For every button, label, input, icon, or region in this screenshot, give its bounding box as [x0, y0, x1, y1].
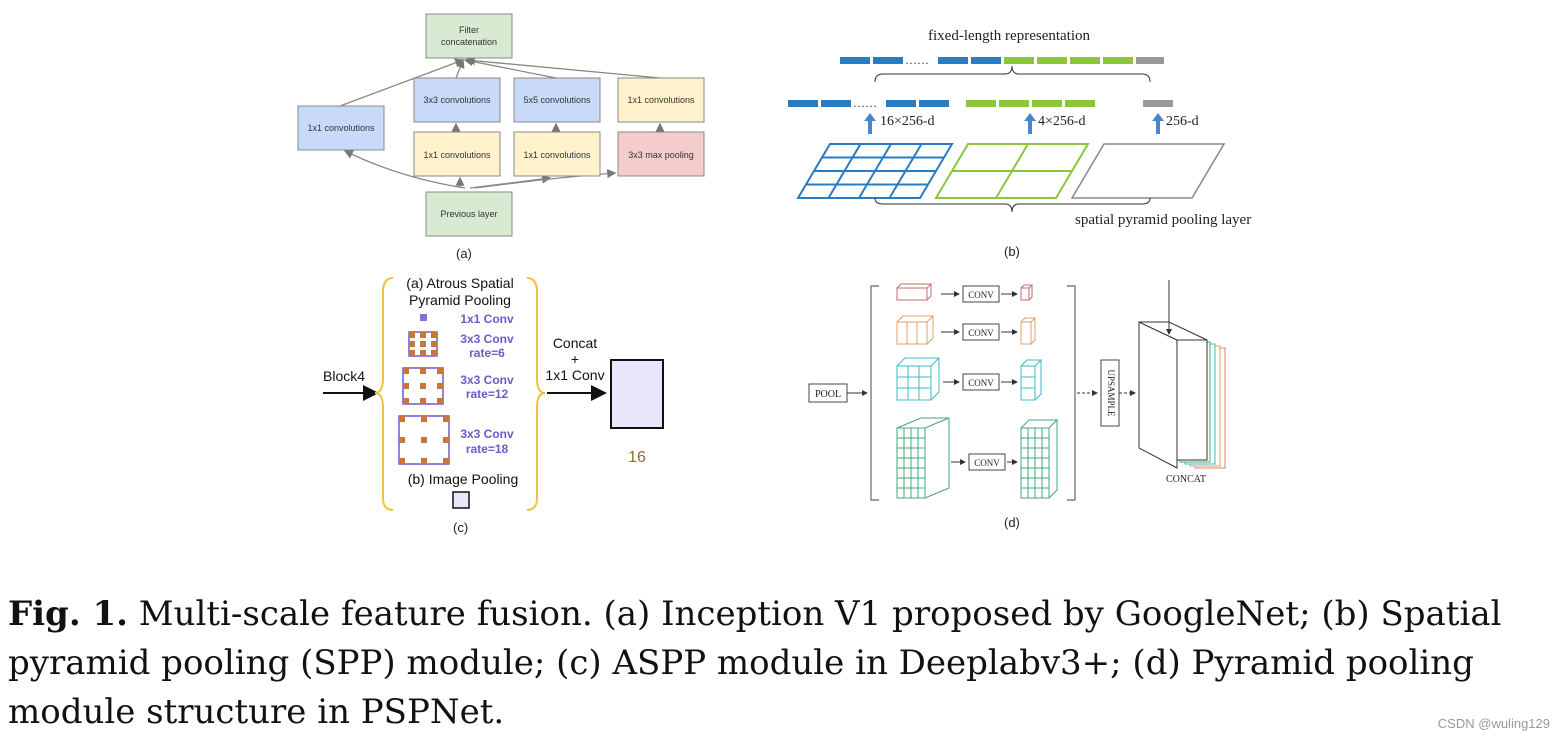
pool-output-3 — [1020, 359, 1043, 401]
panel-b-label: (b) — [1004, 244, 1020, 259]
level-vectors: …… — [788, 96, 1173, 110]
conv-rate12-kernel — [402, 367, 444, 405]
spp-title: fixed-length representation — [928, 28, 1091, 44]
conv-label-2: CONV — [968, 328, 994, 338]
previous-layer-label: Previous layer — [440, 209, 497, 219]
conv-label-3: CONV — [968, 378, 994, 388]
conv-box-3 — [962, 373, 1000, 391]
image-pooling-box — [452, 491, 470, 509]
pool-label: POOL — [815, 389, 841, 400]
pool-input-3 — [896, 357, 941, 401]
dim-4-label: 4×256-d — [1038, 114, 1086, 129]
conv-box-4 — [968, 453, 1006, 471]
conv1x1-mid2-box — [513, 131, 601, 177]
conv1x1-left-label: 1x1 convolutions — [307, 123, 375, 133]
maxpool-label: 3x3 max pooling — [628, 150, 694, 160]
figure-label: Fig. 1. — [8, 594, 128, 634]
conv1x1-right-box — [617, 77, 705, 123]
grid-4x4 — [796, 143, 954, 199]
conv4-line2: rate=18 — [466, 442, 509, 456]
filter-concat-line2: concatenation — [441, 37, 497, 47]
pool-input-4 — [896, 417, 950, 499]
conv1x1-mid1-label: 1x1 convolutions — [423, 150, 491, 160]
conv1x1-right-label: 1x1 convolutions — [627, 95, 695, 105]
panel-c-label: (c) — [453, 520, 469, 535]
previous-layer-box — [425, 191, 513, 237]
conv4-line1: 3x3 Conv — [460, 427, 514, 441]
fixed-length-vector: …… — [840, 53, 1164, 67]
pool-output-2 — [1020, 317, 1037, 345]
aspp-diagram: Block4 (a) Atrous Spatial Pyramid Poolin… — [323, 275, 664, 511]
spp-diagram: fixed-length representation …… …… 16×256… — [788, 28, 1251, 228]
conv1-label: 1x1 Conv — [460, 312, 514, 326]
aspp-title-line1: (a) Atrous Spatial — [406, 275, 513, 291]
concat-line2: + — [571, 351, 579, 367]
conv5x5-box — [513, 77, 601, 123]
conv3-line2: rate=12 — [466, 387, 509, 401]
concat-line1: Concat — [553, 335, 597, 351]
conv1x1-mid1-box — [413, 131, 501, 177]
level-dots: …… — [853, 96, 877, 110]
conv3-line1: 3x3 Conv — [460, 373, 514, 387]
grid-1x1 — [1070, 143, 1226, 199]
conv-rate6-kernel — [408, 331, 438, 357]
dim-1-label: 256-d — [1166, 114, 1199, 129]
conv2-line2: rate=6 — [469, 346, 505, 360]
conv2-line1: 3x3 Conv — [460, 332, 514, 346]
dim-16-label: 16×256-d — [880, 114, 935, 129]
conv5x5-label: 5x5 convolutions — [523, 95, 591, 105]
pool-input-2 — [896, 315, 935, 345]
concat-block — [1138, 321, 1226, 469]
pspnet-diagram: POOL CONV CONV — [808, 280, 1226, 501]
aspp-output-box — [610, 359, 664, 429]
panel-d-label: (d) — [1004, 515, 1020, 530]
pool-output-1 — [1020, 284, 1034, 301]
output-size-label: 16 — [628, 449, 646, 466]
conv3x3-label: 3x3 convolutions — [423, 95, 491, 105]
conv1x1-mid2-label: 1x1 convolutions — [523, 150, 591, 160]
concat-label: CONCAT — [1166, 474, 1206, 485]
panel-a-label: (a) — [456, 246, 472, 261]
conv-box-1 — [962, 285, 1000, 303]
caption-text: Multi-scale feature fusion. (a) Inceptio… — [8, 594, 1502, 732]
top-dots: …… — [905, 53, 929, 67]
upsample-label: UPSAMPLE — [1106, 369, 1116, 417]
maxpool-box — [617, 131, 705, 177]
conv-label-4: CONV — [974, 458, 1000, 468]
conv-1x1-kernel — [420, 314, 427, 321]
conv-box-2 — [962, 323, 1000, 341]
block4-label: Block4 — [323, 368, 365, 384]
filter-concat-line1: Filter — [459, 25, 479, 35]
spp-layer-label: spatial pyramid pooling layer — [1075, 212, 1251, 228]
conv-rate18-kernel — [398, 415, 450, 465]
image-pooling-label: (b) Image Pooling — [408, 471, 519, 487]
conv3x3-box — [413, 77, 501, 123]
conv1x1-left-box — [297, 105, 385, 151]
filter-concat-box — [425, 13, 513, 59]
conv-label-1: CONV — [968, 290, 994, 300]
inception-diagram: Filter concatenation 1x1 convolutions 3x… — [297, 13, 705, 237]
figure-caption: Fig. 1. Multi-scale feature fusion. (a) … — [8, 590, 1553, 737]
concat-line3: 1x1 Conv — [545, 367, 604, 383]
aspp-title-line2: Pyramid Pooling — [409, 292, 511, 308]
watermark: CSDN @wuling129 — [1437, 716, 1550, 731]
pool-input-1 — [896, 283, 933, 301]
pool-output-4 — [1020, 419, 1059, 499]
grid-2x2 — [934, 143, 1090, 199]
